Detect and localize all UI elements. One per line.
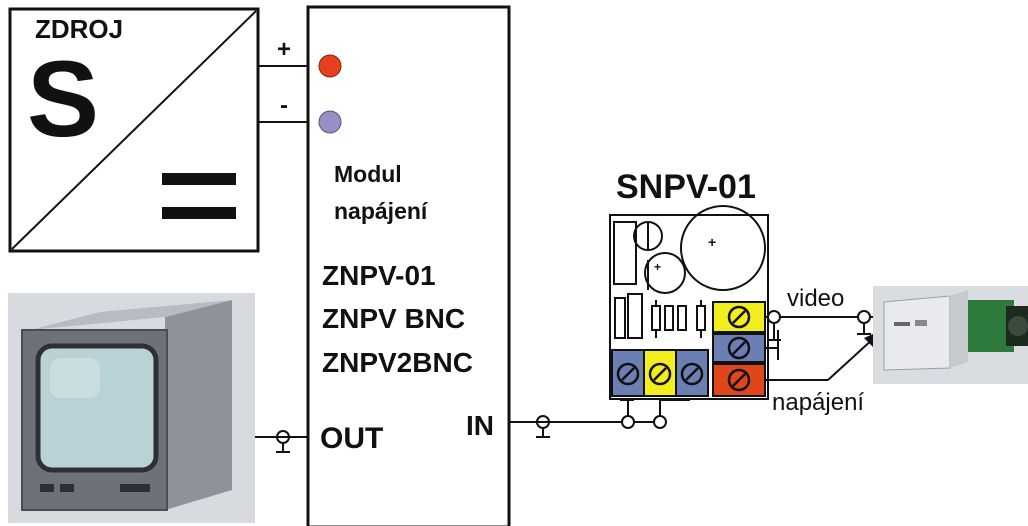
module-caption-line2: napájení	[334, 198, 428, 224]
minus-terminal	[318, 110, 342, 134]
svg-text:+: +	[654, 260, 661, 274]
svg-text:+: +	[708, 234, 716, 250]
video-label: video	[787, 285, 845, 312]
dc-symbol-bar-top	[162, 173, 236, 185]
module-model-2: ZNPV BNC	[322, 303, 466, 334]
minus-sign: -	[280, 92, 288, 119]
module-model-1: ZNPV-01	[322, 260, 436, 291]
large-capacitor	[680, 205, 766, 291]
monitor-image	[8, 293, 255, 523]
source-title: ZDROJ	[35, 14, 124, 44]
source-symbol: S	[27, 38, 99, 159]
plus-terminal	[318, 54, 342, 78]
power-arrow	[827, 337, 875, 381]
plus-sign: +	[277, 36, 292, 63]
power-module-box	[306, 5, 511, 526]
snpv-board: + +	[609, 205, 769, 400]
dc-symbol-bar-bottom	[162, 207, 236, 219]
board-input-connectors	[620, 399, 690, 429]
module-caption-line1: Modul	[334, 161, 402, 187]
power-source: S	[8, 7, 260, 253]
video-connectors	[767, 310, 871, 341]
out-label: OUT	[320, 422, 384, 455]
power-label: napájení	[772, 389, 865, 416]
board-title: SNPV-01	[616, 168, 756, 206]
camera-image	[873, 286, 1028, 384]
small-capacitor	[644, 252, 686, 294]
module-model-3: ZNPV2BNC	[322, 347, 473, 378]
out-coax-symbol	[276, 430, 290, 453]
in-label: IN	[466, 410, 494, 441]
in-coax-symbol	[536, 415, 550, 438]
